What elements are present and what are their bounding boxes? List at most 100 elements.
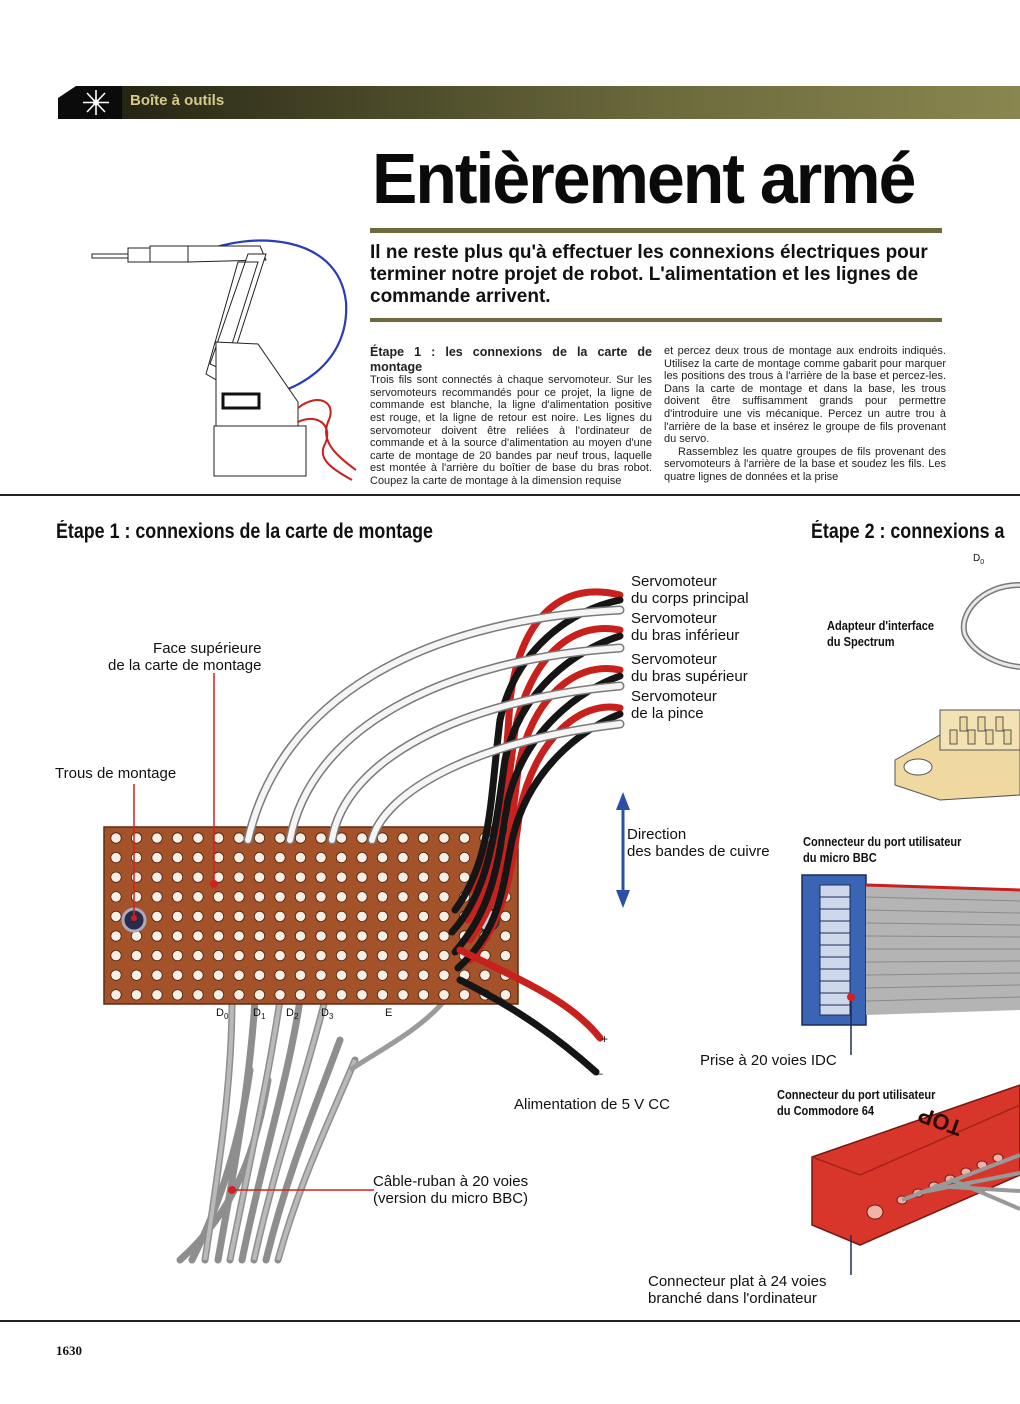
board-hole bbox=[212, 910, 225, 922]
board-hole bbox=[397, 969, 409, 981]
board-hole bbox=[417, 871, 430, 883]
board-hole bbox=[294, 832, 307, 844]
board-hole bbox=[458, 832, 471, 844]
board-hole bbox=[130, 871, 143, 883]
board-hole bbox=[356, 851, 368, 864]
board-hole bbox=[253, 969, 266, 981]
board-hole bbox=[499, 949, 512, 962]
board-hole bbox=[110, 989, 122, 1001]
board-hole bbox=[438, 969, 450, 981]
board-hole bbox=[315, 910, 327, 922]
board-hole bbox=[356, 910, 368, 922]
board-hole bbox=[417, 851, 430, 864]
board-hole bbox=[438, 891, 450, 903]
board-hole bbox=[417, 910, 430, 922]
label-flat-connector: Connecteur plat à 24 voies branché dans … bbox=[648, 1273, 827, 1307]
board-hole bbox=[192, 851, 204, 864]
board-hole bbox=[274, 969, 286, 981]
board-hole bbox=[233, 832, 245, 844]
board-hole bbox=[499, 989, 512, 1001]
board-hole bbox=[171, 910, 184, 922]
article-col2-p1: et percez deux trous de montage aux endr… bbox=[664, 345, 946, 446]
board-hole bbox=[438, 949, 450, 962]
board-hole bbox=[335, 891, 348, 903]
board-hole bbox=[151, 969, 163, 981]
board-hole bbox=[233, 851, 245, 864]
board-hole bbox=[151, 949, 163, 962]
board-hole bbox=[438, 832, 450, 844]
pin-label-e: E bbox=[385, 1007, 393, 1019]
board-hole bbox=[110, 910, 122, 922]
board-hole bbox=[192, 930, 204, 942]
board-hole bbox=[151, 930, 163, 942]
board-hole bbox=[192, 832, 204, 844]
board-hole bbox=[151, 832, 163, 844]
board-hole bbox=[397, 871, 409, 883]
section-bar bbox=[58, 86, 1020, 119]
board-hole bbox=[499, 930, 512, 942]
label-power-supply: Alimentation de 5 V CC bbox=[514, 1096, 670, 1113]
board-hole bbox=[294, 989, 307, 1001]
board-hole bbox=[192, 910, 204, 922]
pin-label-d2: D2 bbox=[286, 1007, 299, 1022]
board-hole bbox=[233, 930, 245, 942]
board-hole bbox=[253, 949, 266, 962]
label-board-face: Face supérieure de la carte de montage bbox=[108, 640, 262, 674]
board-hole bbox=[274, 891, 286, 903]
board-hole bbox=[294, 969, 307, 981]
board-hole bbox=[315, 871, 327, 883]
board-hole bbox=[253, 910, 266, 922]
board-hole bbox=[315, 930, 327, 942]
board-hole bbox=[233, 891, 245, 903]
diagram2-heading: Étape 2 : connexions a bbox=[811, 520, 1005, 543]
board-hole bbox=[479, 969, 491, 981]
board-hole bbox=[397, 891, 409, 903]
board-hole bbox=[110, 930, 122, 942]
label-ribbon-cable: Câble-ruban à 20 voies (version du micro… bbox=[373, 1173, 529, 1207]
article-col2-p2: Rassemblez les quatre groupes de fils pr… bbox=[664, 445, 946, 483]
board-hole bbox=[171, 871, 184, 883]
board-hole bbox=[130, 891, 143, 903]
section-label: Boîte à outils bbox=[130, 92, 225, 109]
board-hole bbox=[171, 851, 184, 864]
board-hole bbox=[192, 969, 204, 981]
board-hole bbox=[376, 930, 389, 942]
board-hole bbox=[376, 851, 389, 864]
board-hole bbox=[212, 930, 225, 942]
board-hole bbox=[397, 989, 409, 1001]
board-hole bbox=[130, 851, 143, 864]
board-hole bbox=[417, 891, 430, 903]
board-hole bbox=[274, 989, 286, 1001]
section-divider-top bbox=[0, 494, 1020, 496]
label-mounting-holes: Trous de montage bbox=[55, 765, 177, 782]
article-col1-text: Trois fils sont connectés à chaque servo… bbox=[370, 374, 652, 487]
robot-arm-illustration bbox=[91, 239, 357, 481]
direction-arrow bbox=[616, 792, 630, 908]
board-hole bbox=[397, 910, 409, 922]
board-hole bbox=[315, 949, 327, 962]
label-c64-user-port: Connecteur du port utilisateur du Commod… bbox=[777, 1087, 936, 1118]
board-hole bbox=[130, 969, 143, 981]
board-hole bbox=[253, 930, 266, 942]
lead-rule bbox=[370, 318, 942, 322]
board-hole bbox=[438, 930, 450, 942]
board-hole bbox=[233, 949, 245, 962]
board-hole bbox=[438, 989, 450, 1001]
board-hole bbox=[335, 910, 348, 922]
board-hole bbox=[315, 989, 327, 1001]
page-number: 1630 bbox=[56, 1343, 82, 1358]
page-title: Entièrement armé bbox=[372, 139, 916, 219]
pin-label-d1: D1 bbox=[253, 1007, 266, 1022]
board-hole bbox=[417, 949, 430, 962]
board-hole bbox=[397, 832, 409, 844]
board-hole bbox=[192, 989, 204, 1001]
board-hole bbox=[253, 989, 266, 1001]
label-servo-body: Servomoteur du corps principal bbox=[631, 573, 749, 607]
board-hole bbox=[253, 851, 266, 864]
board-hole bbox=[356, 949, 368, 962]
board-hole bbox=[315, 832, 327, 844]
board-hole bbox=[294, 891, 307, 903]
section-divider-bottom bbox=[0, 1320, 1020, 1322]
board-hole bbox=[335, 851, 348, 864]
board-hole bbox=[233, 969, 245, 981]
